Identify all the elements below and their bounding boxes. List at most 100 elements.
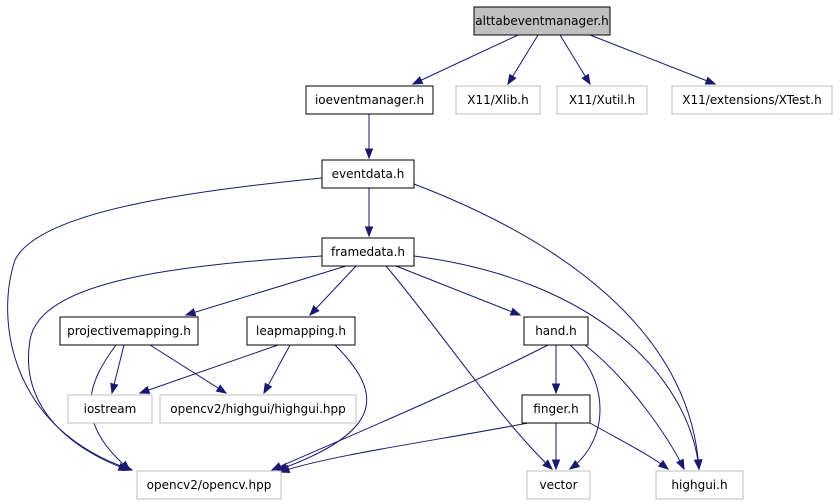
node-hand[interactable]: hand.h [523, 316, 589, 346]
edge-line [413, 183, 700, 470]
edge-line [7, 177, 323, 471]
arrowhead [509, 307, 522, 316]
edge-framedata-to-highgui [413, 255, 703, 471]
node-eventdata[interactable]: eventdata.h [321, 159, 415, 189]
node-label: iostream [84, 402, 137, 416]
node-vector: vector [526, 470, 591, 500]
arrowhead [693, 459, 703, 471]
edge-line [589, 34, 716, 85]
node-xlib: X11/Xlib.h [455, 85, 541, 115]
edge-line [395, 265, 521, 316]
node-label: hand.h [535, 324, 577, 338]
arrowhead [184, 308, 197, 317]
arrowhead [551, 383, 561, 395]
node-ioevent[interactable]: ioeventmanager.h [305, 85, 434, 115]
node-projmap[interactable]: projectivemapping.h [59, 316, 199, 346]
edge-leapmap-to-iostream [138, 344, 279, 394]
arrowhead [270, 462, 283, 471]
node-leapmap[interactable]: leapmapping.h [246, 316, 356, 346]
arrowhead [411, 76, 424, 85]
nodes-layer: alttabeventmanager.h ioeventmanager.h X11/… [59, 6, 833, 500]
node-opencv: opencv2/opencv.hpp [136, 470, 282, 500]
arrowhead [704, 76, 717, 85]
edge-alttab-to-xtest [589, 34, 717, 85]
edge-line [589, 422, 669, 470]
edge-line [149, 344, 227, 394]
node-xutil: X11/Xutil.h [556, 85, 648, 115]
arrowhead [581, 73, 591, 86]
node-alttab[interactable]: alttabeventmanager.h [473, 6, 611, 36]
node-label: opencv2/opencv.hpp [147, 478, 272, 492]
arrowhead [364, 226, 374, 238]
edge-line [309, 265, 357, 316]
edge-alttab-to-xlib [507, 34, 539, 86]
edge-finger-to-vector [551, 423, 561, 471]
edge-framedata-to-leapmap [309, 265, 357, 317]
edge-line [185, 265, 347, 316]
edge-framedata-to-opencv [28, 255, 323, 471]
node-label: projectivemapping.h [67, 324, 191, 338]
node-label: eventdata.h [332, 167, 405, 181]
edge-framedata-to-hand [395, 265, 522, 316]
node-box [556, 85, 648, 115]
edge-ioevent-to-eventdata [364, 114, 374, 160]
node-iostream: iostream [67, 394, 153, 424]
node-box [671, 85, 833, 115]
node-box [305, 85, 434, 115]
arrowhead [263, 382, 273, 395]
edge-framedata-to-vector [385, 265, 554, 470]
arrowhead [551, 459, 561, 471]
edge-line [279, 422, 529, 473]
arrowhead [364, 148, 374, 160]
node-label: opencv2/highgui/highgui.hpp [170, 402, 345, 416]
node-label: leapmapping.h [256, 324, 346, 338]
edge-hand-to-finger [551, 345, 561, 395]
node-box [136, 470, 282, 500]
node-box [521, 394, 591, 424]
node-highgui: highgui.h [655, 470, 744, 500]
edge-hand-to-opencv [270, 344, 549, 471]
edge-line [413, 255, 700, 470]
edge-framedata-to-projmap [184, 265, 347, 317]
node-finger[interactable]: finger.h [521, 394, 591, 424]
arrowhead [138, 385, 151, 394]
edge-line [385, 265, 553, 470]
node-box [523, 316, 589, 346]
arrowhead [215, 384, 228, 394]
edge-leapmap-to-ocvhighgui [263, 344, 291, 395]
edge-alttab-to-ioevent [411, 34, 519, 85]
arrowhead [278, 464, 291, 473]
node-box [159, 394, 357, 424]
node-box [455, 85, 541, 115]
arrowhead [110, 382, 119, 395]
node-label: vector [539, 478, 577, 492]
edges-layer [7, 34, 717, 473]
node-box [321, 159, 415, 189]
edge-line [412, 34, 519, 85]
node-box [473, 6, 611, 36]
arrowhead [119, 460, 132, 471]
edge-alttab-to-xutil [559, 34, 591, 86]
node-framedata[interactable]: framedata.h [321, 237, 415, 267]
edge-line [584, 344, 685, 470]
node-label: highgui.h [671, 478, 727, 492]
node-label: ioeventmanager.h [315, 93, 424, 107]
node-box [67, 394, 153, 424]
edge-projmap-to-iostream [110, 344, 125, 395]
edge-eventdata-to-framedata [364, 188, 374, 238]
node-box [321, 237, 415, 267]
edge-projmap-to-ocvhighgui [149, 344, 228, 394]
arrowhead [676, 458, 685, 471]
arrowhead [657, 459, 670, 470]
node-ocvhighgui: opencv2/highgui/highgui.hpp [159, 394, 357, 424]
edge-line [507, 34, 539, 85]
arrowhead [309, 305, 320, 317]
edge-finger-to-opencv [278, 422, 529, 473]
edge-line [277, 344, 368, 471]
edge-line [139, 344, 279, 394]
edge-line [569, 344, 601, 470]
node-box [655, 470, 744, 500]
node-label: framedata.h [331, 245, 405, 259]
node-label: alttabeventmanager.h [475, 14, 609, 28]
